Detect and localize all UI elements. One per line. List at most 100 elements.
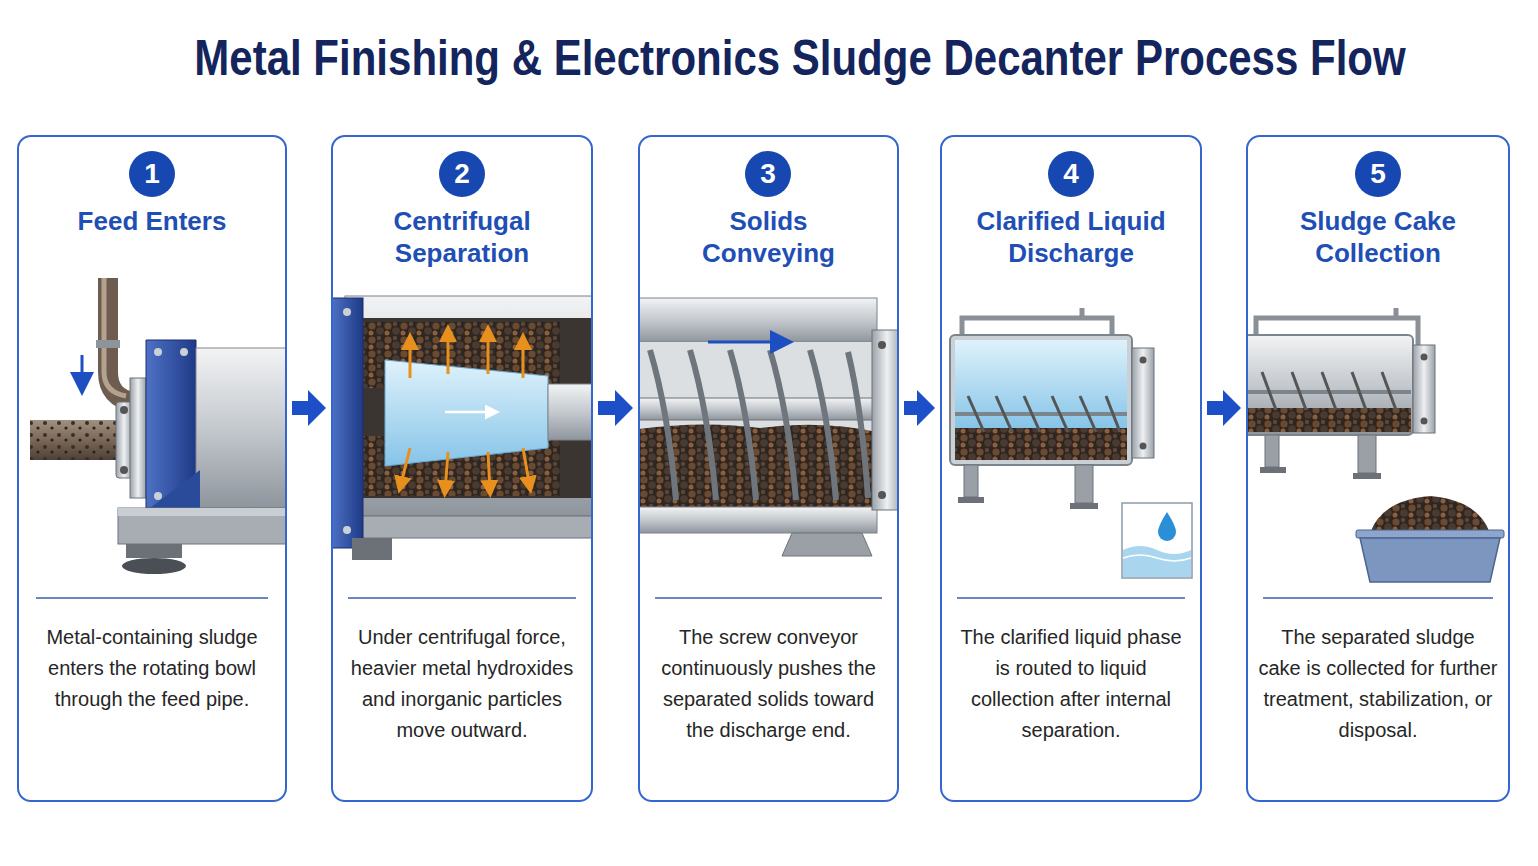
separation-illustration-part [488,452,490,492]
step-description: Metal-containing sludge enters the rotat… [29,622,275,715]
step-number: 5 [1355,151,1401,197]
liquid-illustration-part [955,412,1127,416]
cake-illustration-part [1322,372,1336,410]
cake-illustration-part [1260,467,1286,473]
divider-lines-part [655,597,882,599]
arrow-head [1223,390,1241,426]
step-number-circle: 2 [439,151,485,197]
conveying-illustration-part [639,342,877,507]
step-number: 1 [129,151,175,197]
liquid-illustration-part [1080,396,1096,432]
cake-illustration-part [1356,530,1504,538]
cake-illustration-part [1262,372,1276,410]
liquid-illustration-part [968,396,984,432]
separation-illustration-part [352,538,392,560]
conveying-illustration-part [878,341,886,349]
feed-illustration-part [154,348,162,356]
conveying-illustration-part [782,533,872,556]
step-description: Under centrifugal force, heavier metal h… [343,622,581,746]
separation-illustration-part [548,384,592,440]
cake-illustration-part [1360,538,1500,582]
arrow-shaft [1207,401,1225,415]
arrow-shaft [292,401,310,415]
arrow-shaft [598,401,617,415]
flow-arrow [904,390,935,426]
separation-illustration-part [522,338,525,378]
feed-illustration-part [81,355,84,390]
liquid-illustration-part [1080,308,1085,318]
cake-illustration-part [1292,372,1306,410]
cake-illustration-part [1413,345,1435,433]
conveying-illustration-part [810,350,836,500]
step-description: The clarified liquid phase is routed to … [952,622,1190,746]
liquid-illustration-part [1075,465,1093,503]
liquid-illustration [950,308,1192,578]
separation-illustration-part [343,308,351,316]
arrow-head [615,390,633,426]
liquid-illustration-part [950,335,1132,465]
cake-illustration [1247,308,1504,582]
liquid-illustration-part [1140,357,1147,364]
conveying-illustration-part [730,350,756,500]
feed-illustration-part [130,378,146,498]
conveying-illustration-part [848,352,868,498]
liquid-illustration-part [1106,396,1120,432]
liquid-illustration-part [1158,512,1176,541]
arrow-head [308,390,326,426]
step-heading: Feed Enters [37,205,267,237]
step-number: 2 [439,151,485,197]
liquid-illustration-part [955,340,1127,428]
separation-illustration-part [487,330,490,374]
cake-illustration-part [1382,372,1396,410]
divider-lines-part [957,597,1185,599]
step-heading: Sludge Cake Collection [1278,205,1478,269]
conveying-illustration-part [878,491,886,499]
conveying-illustration-part [872,330,898,510]
cake-illustration-part [1352,372,1366,410]
cake-illustration-part [1353,473,1381,479]
conveying-illustration-part [650,350,676,500]
step-heading: Solids Conveying [684,205,854,269]
feed-illustration-part [196,348,286,508]
feed-illustration-part [30,420,130,460]
cake-illustration-part [1370,496,1490,533]
feed-illustration-part [118,508,286,544]
cake-illustration-part [1421,418,1428,425]
diagram-title: Metal Finishing & Electronics Sludge Dec… [154,28,1446,88]
conveying-illustration-part [690,350,716,500]
conveying-illustration-part [770,350,796,500]
feed-illustration-part [150,470,200,512]
feed-illustration-part [126,544,182,558]
arrow-head [917,390,935,426]
feed-illustration-part [120,406,128,414]
step-description: The separated sludge cake is collected f… [1258,622,1498,746]
liquid-illustration-part [1140,443,1147,450]
flow-arrow [292,390,326,426]
flow-arrow [1207,390,1241,426]
liquid-illustration-part [955,428,1127,460]
liquid-illustration-part [996,396,1012,432]
step-heading: Centrifugal Separation [352,205,572,269]
separation-illustration-part [345,296,592,516]
step-panel: Feed EntersMetal-containing sludge enter… [17,135,287,802]
cake-illustration-part [1247,408,1411,432]
divider-lines-part [36,597,268,599]
conveying-illustration [639,298,898,556]
feed-illustration-part [30,420,130,460]
liquid-illustration-part [1123,555,1191,561]
conveying-illustration-part [708,341,788,344]
step-number-circle: 5 [1355,151,1401,197]
cake-illustration-part [1421,354,1428,361]
separation-illustration-part [400,448,410,488]
step-number-circle: 3 [745,151,791,197]
liquid-illustration-part [958,497,984,503]
cake-illustration-part [1247,335,1413,435]
separation-illustration-part [523,448,530,488]
step-panel: Centrifugal SeparationUnder centrifugal … [331,135,593,802]
step-number: 4 [1048,151,1094,197]
step-description: The screw conveyor continuously pushes t… [650,622,887,746]
separation-illustration-part [332,298,363,548]
conveying-illustration-part [639,398,880,420]
step-panel: Sludge Cake CollectionThe separated slud… [1246,135,1510,802]
